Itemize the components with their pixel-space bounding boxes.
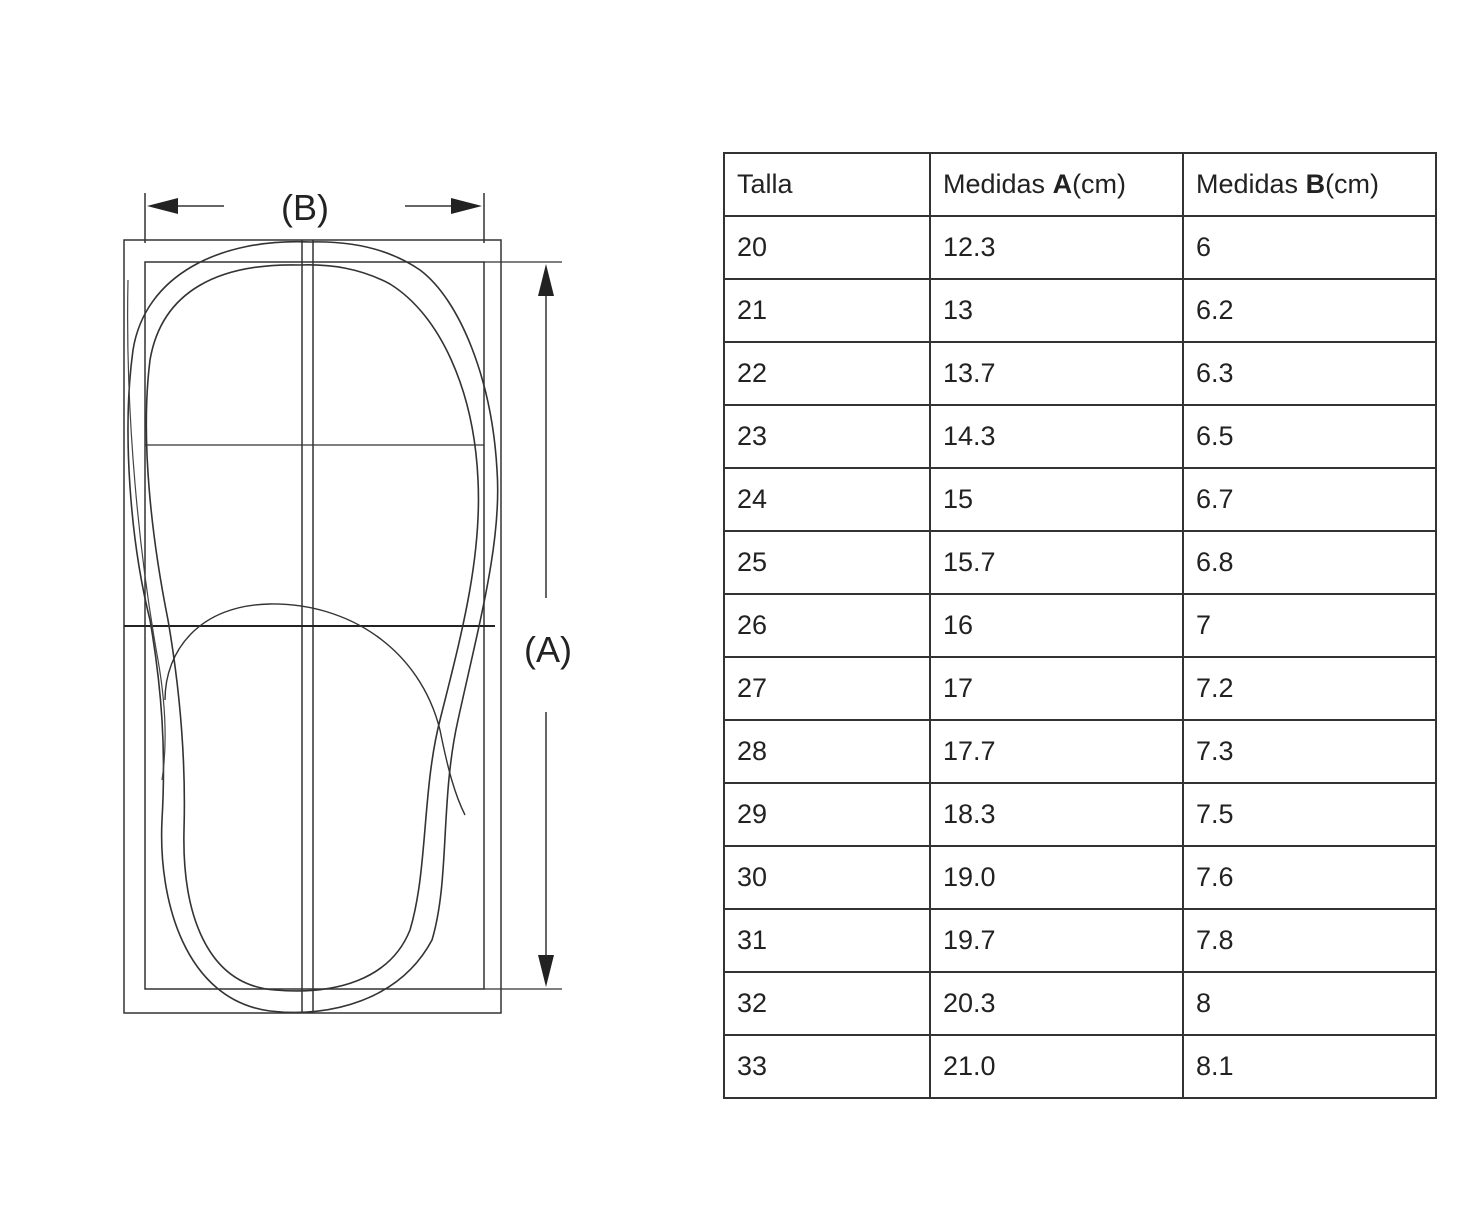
cell-talla: 27 (723, 656, 931, 721)
cell-talla: 25 (723, 530, 931, 595)
cell-talla: 30 (723, 845, 931, 910)
cell-talla: 26 (723, 593, 931, 658)
header-medidas-b: Medidas B(cm) (1182, 152, 1437, 217)
cell-medida-b: 6.2 (1182, 278, 1437, 343)
cell-medida-b: 7.3 (1182, 719, 1437, 784)
cell-medida-a: 13 (929, 278, 1184, 343)
dimension-b-label: (B) (281, 187, 329, 228)
cell-medida-b: 8.1 (1182, 1034, 1437, 1099)
cell-talla: 21 (723, 278, 931, 343)
cell-medida-a: 19.7 (929, 908, 1184, 973)
cell-medida-b: 6.5 (1182, 404, 1437, 469)
cell-talla: 24 (723, 467, 931, 532)
heel-cup-curve (164, 603, 466, 816)
cell-medida-b: 8 (1182, 971, 1437, 1036)
cell-medida-a: 12.3 (929, 215, 1184, 280)
cell-talla: 33 (723, 1034, 931, 1099)
header-medidas-a: Medidas A(cm) (929, 152, 1184, 217)
cell-medida-a: 19.0 (929, 845, 1184, 910)
cell-talla: 22 (723, 341, 931, 406)
cell-medida-b: 7.2 (1182, 656, 1437, 721)
cell-talla: 23 (723, 404, 931, 469)
cell-medida-a: 15.7 (929, 530, 1184, 595)
cell-medida-a: 21.0 (929, 1034, 1184, 1099)
cell-medida-b: 7.8 (1182, 908, 1437, 973)
cell-medida-b: 6 (1182, 215, 1437, 280)
arrow-b-right-head (451, 198, 482, 214)
strap-line (127, 279, 166, 781)
cell-medida-a: 16 (929, 593, 1184, 658)
slipper-diagram: (B) (A) (123, 187, 572, 1014)
table-header-row: Talla Medidas A(cm) Medidas B(cm) (723, 152, 1437, 217)
cell-talla: 32 (723, 971, 931, 1036)
sole-outer-outline (127, 240, 499, 1014)
cell-talla: 20 (723, 215, 931, 280)
cell-medida-a: 18.3 (929, 782, 1184, 847)
sole-inner-outline (145, 264, 480, 992)
cell-talla: 29 (723, 782, 931, 847)
cell-medida-a: 14.3 (929, 404, 1184, 469)
cell-medida-b: 7.6 (1182, 845, 1437, 910)
cell-medida-a: 17.7 (929, 719, 1184, 784)
cell-talla: 28 (723, 719, 931, 784)
cell-medida-a: 13.7 (929, 341, 1184, 406)
cell-medida-a: 15 (929, 467, 1184, 532)
arrow-a-top-head (538, 264, 554, 296)
cell-medida-a: 20.3 (929, 971, 1184, 1036)
cell-medida-b: 7 (1182, 593, 1437, 658)
cell-talla: 31 (723, 908, 931, 973)
cell-medida-b: 6.3 (1182, 341, 1437, 406)
cell-medida-a: 17 (929, 656, 1184, 721)
arrow-a-bottom-head (538, 955, 554, 987)
arrow-b-left-head (147, 198, 178, 214)
dimension-a-label: (A) (524, 629, 572, 670)
cell-medida-b: 7.5 (1182, 782, 1437, 847)
cell-medida-b: 6.8 (1182, 530, 1437, 595)
cell-medida-b: 6.7 (1182, 467, 1437, 532)
header-talla: Talla (723, 152, 931, 217)
